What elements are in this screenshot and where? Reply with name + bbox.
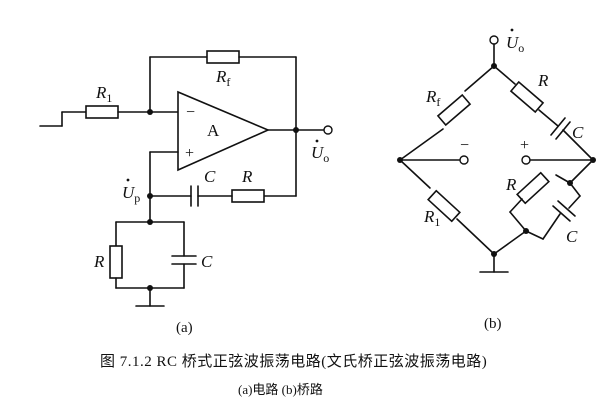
bridge-plus-sign: + <box>520 137 529 154</box>
circuit-b: Uo Rf R C R1 − <box>397 28 596 332</box>
resistor-rf-label: Rf <box>215 67 230 89</box>
svg-text:Up: Up <box>122 183 140 205</box>
resistor-rf <box>206 50 240 64</box>
capacitor-series-c <box>190 185 199 207</box>
resistor-shunt-r <box>109 245 123 279</box>
opamp-label: A <box>207 121 220 140</box>
resistor-shunt-r-label: R <box>93 252 105 271</box>
bridge-capacitor-c-bottom <box>552 200 576 222</box>
resistor-r1-label: R1 <box>95 83 112 105</box>
capacitor-shunt-c-label: C <box>201 252 213 271</box>
circuit-a: R1 Rf − + A Uo <box>39 50 333 336</box>
circuit-b-label: (b) <box>484 316 502 332</box>
bridge-minus-sign: − <box>460 137 469 154</box>
bridge-resistor-r1 <box>427 189 461 223</box>
capacitor-shunt-c <box>171 255 197 265</box>
up-voltage-label: Up <box>122 178 140 205</box>
bridge-resistor-r-top <box>509 80 545 114</box>
resistor-r1 <box>85 105 119 119</box>
capacitor-series-c-label: C <box>204 167 216 186</box>
ground-symbol-left <box>39 111 63 127</box>
bridge-c-top-label: C <box>572 123 584 142</box>
bridge-output-label: Uo <box>506 28 524 55</box>
up-node <box>147 193 153 199</box>
bridge-r-top-label: R <box>537 71 549 90</box>
bridge-c-bottom-label: C <box>566 227 578 246</box>
bridge-rf-label: Rf <box>425 87 440 109</box>
op-amp: − + A <box>177 90 271 172</box>
output-voltage-label: Uo <box>311 139 329 165</box>
resistor-series-r-label: R <box>241 167 253 186</box>
circuit-a-label: (a) <box>176 320 193 336</box>
bridge-ground-symbol <box>479 253 509 273</box>
bridge-r-bottom-label: R <box>505 175 517 194</box>
opamp-plus-sign: + <box>185 145 194 162</box>
bridge-capacitor-c-top <box>550 117 571 140</box>
bridge-resistor-rf <box>436 93 472 127</box>
bridge-r1-label: R1 <box>423 207 440 229</box>
ground-symbol-bottom <box>135 287 165 307</box>
bridge-plus-terminal <box>521 155 531 165</box>
opamp-minus-sign: − <box>186 104 195 121</box>
svg-text:Uo: Uo <box>506 33 524 55</box>
bridge-minus-terminal <box>459 155 469 165</box>
svg-text:Uo: Uo <box>311 143 329 165</box>
bridge-output-terminal <box>489 35 499 45</box>
output-terminal <box>323 125 333 135</box>
figure-subcaption: (a)电路 (b)桥路 <box>238 382 323 397</box>
resistor-series-r <box>231 189 265 203</box>
figure-caption: 图 7.1.2 RC 桥式正弦波振荡电路(文氏桥正弦波振荡电路) <box>100 353 487 370</box>
